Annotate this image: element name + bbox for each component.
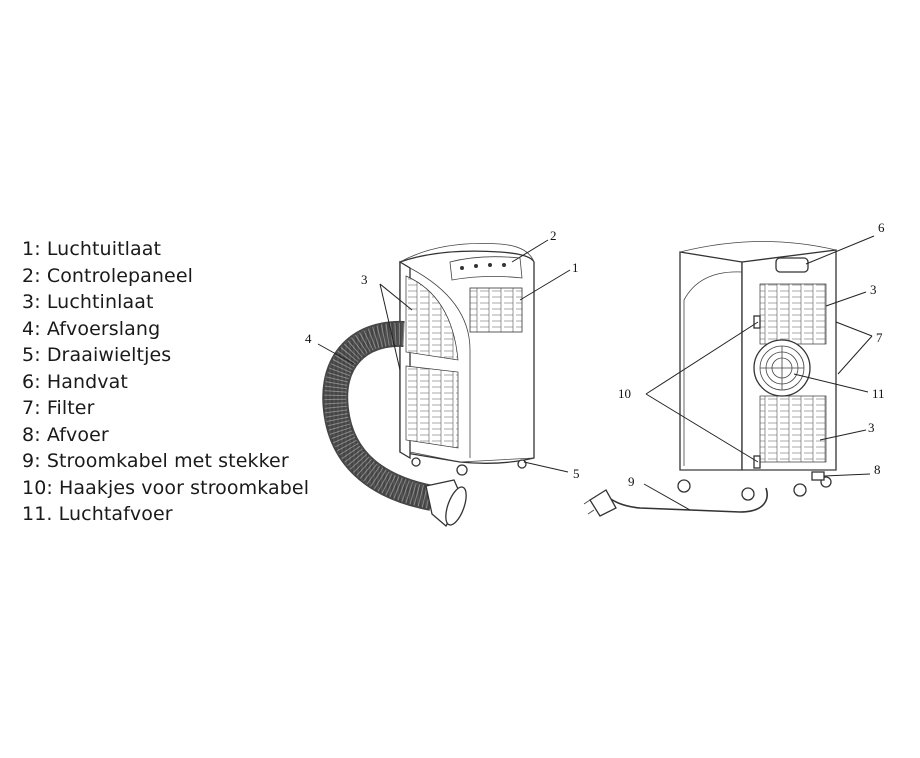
legend-item-9: 9: Stroomkabel met stekker [22,450,289,472]
callout-back-11: 11 [872,386,885,401]
legend-item-3: 3: Luchtinlaat [22,291,154,313]
legend-item-1: 1: Luchtuitlaat [22,238,162,260]
legend-item-7: 7: Filter [22,397,95,419]
callout-back-10: 10 [618,386,631,401]
legend-item-11: 11. Luchtafvoer [22,503,173,525]
leader-lines [317,235,875,511]
callout-front-5: 5 [573,466,580,481]
callout-back-8: 8 [874,462,881,477]
legend-item-6: 6: Handvat [22,370,128,393]
callout-back-3a: 3 [870,282,877,297]
back-unit-drawing [583,241,837,517]
front-unit-drawing [322,243,535,528]
callout-back-7: 7 [876,330,883,345]
legend-item-5: 5: Draaiwieltjes [22,344,172,366]
callout-front-1: 1 [572,260,579,275]
parts-legend: 1: Luchtuitlaat 2: Controlepaneel 3: Luc… [22,236,309,528]
callout-front-2: 2 [550,228,557,243]
legend-item-2: 2: Controlepaneel [22,264,194,287]
callout-back-3b: 3 [868,420,875,435]
legend-item-8: 8: Afvoer [22,423,109,446]
callout-front-4: 4 [305,331,312,346]
callout-back-6: 6 [878,220,885,235]
callout-back-9: 9 [628,474,635,489]
callout-front-3: 3 [361,272,368,287]
legend-item-4: 4: Afvoerslang [22,317,161,340]
legend-item-10: 10: Haakjes voor stroomkabel [22,476,310,499]
